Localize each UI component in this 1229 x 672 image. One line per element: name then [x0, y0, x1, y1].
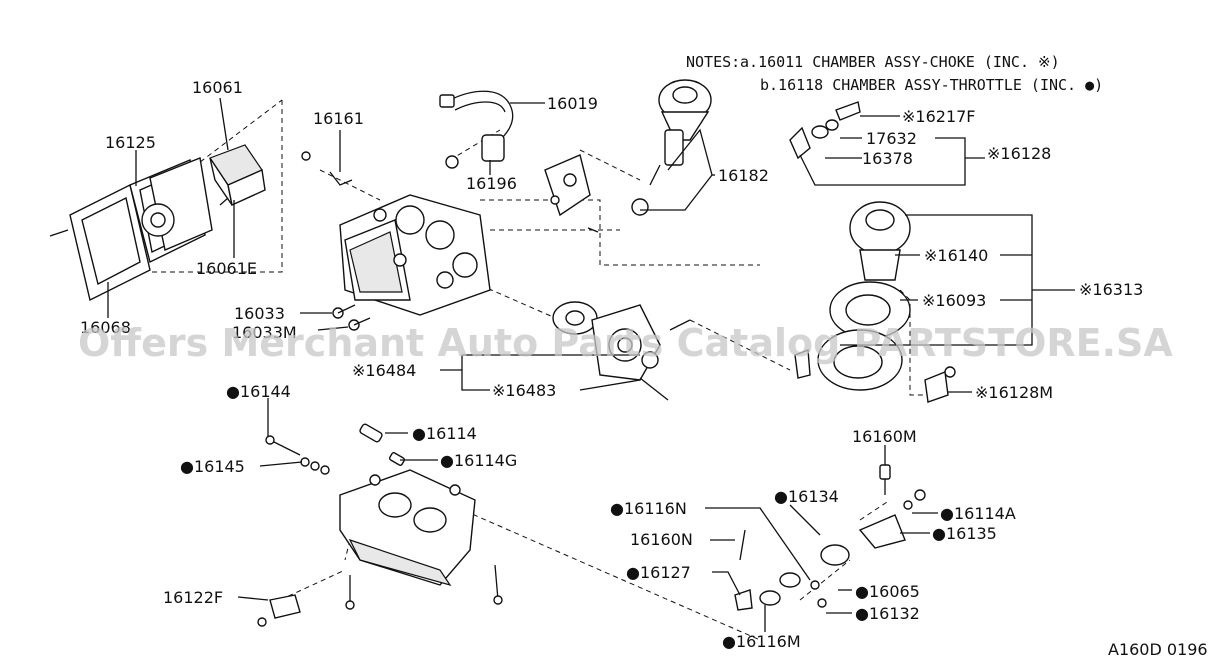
air-horn-gasket-part: [49, 157, 213, 302]
label-16019: 16019: [547, 94, 598, 113]
bracket-part: [544, 154, 599, 233]
notes-block: NOTES: a.16011 CHAMBER ASSY-CHOKE (INC. …: [686, 53, 1103, 94]
label-16128M: ※16128M: [975, 383, 1053, 402]
carburetor-body-upper-part: [339, 194, 491, 316]
notes-line-b: b.16118 CHAMBER ASSY-THROTTLE (INC. ●): [760, 76, 1103, 94]
throttle-linkage-parts: [734, 464, 926, 611]
leader-lines: [107, 97, 1075, 632]
choke-heater-part: [209, 144, 266, 207]
label-16093: ※16093: [922, 291, 986, 310]
label-16061: 16061: [192, 78, 243, 97]
throttle-opener-part: [552, 301, 811, 401]
label-16484: ※16484: [352, 361, 416, 380]
diagram-code: A160D 0196: [1108, 640, 1208, 659]
label-16134: ●16134: [774, 487, 839, 506]
label-16114G: ●16114G: [440, 451, 517, 470]
carburetor-body-lower-part: [339, 469, 476, 587]
label-16061E: 16061E: [196, 259, 257, 278]
label-16128: ※16128: [987, 144, 1051, 163]
dashed-guide-lines: [149, 99, 925, 641]
label-16132: ●16132: [855, 604, 920, 623]
label-16135: ●16135: [932, 524, 997, 543]
label-16196: 16196: [466, 174, 517, 193]
label-16125: 16125: [105, 133, 156, 152]
jet-parts: [257, 423, 503, 627]
label-16217F: ※16217F: [902, 107, 976, 126]
label-16068: 16068: [80, 318, 131, 337]
label-16122F: 16122F: [163, 588, 223, 607]
label-16182: 16182: [718, 166, 769, 185]
label-16065: ●16065: [855, 582, 920, 601]
label-16160N: 16160N: [630, 530, 693, 549]
fuel-cut-solenoid-part: [301, 90, 514, 186]
label-16114: ●16114: [412, 424, 477, 443]
notes-prefix: NOTES:: [686, 53, 740, 71]
label-16161: 16161: [313, 109, 364, 128]
label-16483: ※16483: [492, 381, 556, 400]
label-16033: 16033: [234, 304, 285, 323]
notes-line-a: a.16011 CHAMBER ASSY-CHOKE (INC. ※): [740, 53, 1060, 71]
label-16116M: ●16116M: [722, 632, 801, 651]
label-16033M: 16033M: [232, 323, 297, 342]
label-16114A: ●16114A: [940, 504, 1016, 523]
choke-link-parts: [789, 101, 861, 160]
label-17632: 17632: [866, 129, 917, 148]
label-16160M: 16160M: [852, 427, 917, 446]
label-16140: ※16140: [924, 246, 988, 265]
label-16127: ●16127: [626, 563, 691, 582]
label-16144: ●16144: [226, 382, 291, 401]
label-16116N: ●16116N: [610, 499, 687, 518]
label-16313: ※16313: [1079, 280, 1143, 299]
part-labels: 16061 16125 16161 16019 16196 16182 ※162…: [80, 78, 1143, 651]
screw-parts: [332, 304, 371, 331]
label-16145: ●16145: [180, 457, 245, 476]
choke-diaphragm-part: [631, 79, 712, 216]
watermark-text: Offers Merchant Auto Parts Catalog PARTS…: [78, 321, 1173, 365]
label-16378: 16378: [862, 149, 913, 168]
